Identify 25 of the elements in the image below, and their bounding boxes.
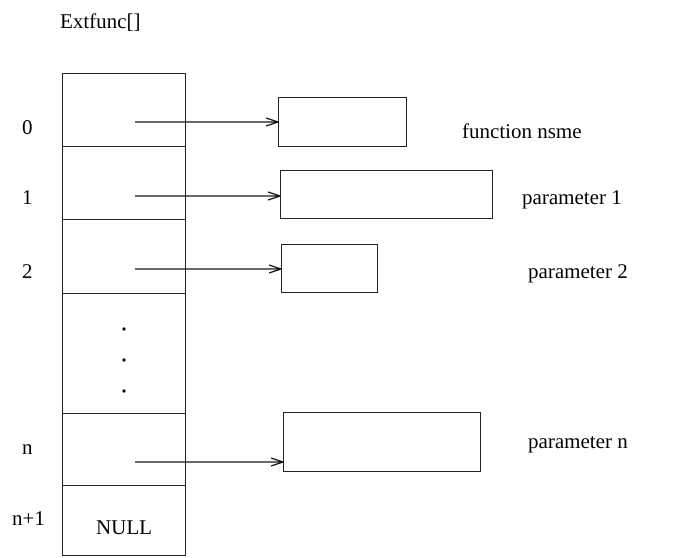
data-box xyxy=(281,244,378,293)
arrow xyxy=(135,264,282,274)
index-label: 0 xyxy=(22,114,32,140)
field-label: parameter n xyxy=(528,428,628,454)
array-cell xyxy=(62,220,186,294)
data-box xyxy=(283,412,481,472)
array-title: Extfunc[] xyxy=(60,8,140,34)
index-label: n xyxy=(22,434,32,460)
array-cell xyxy=(62,147,186,220)
array-cell xyxy=(62,73,186,147)
field-label: parameter 1 xyxy=(522,184,622,210)
index-label: 2 xyxy=(22,258,32,284)
array-cell xyxy=(62,294,186,414)
data-box xyxy=(280,170,493,219)
index-label: n+1 xyxy=(12,505,45,532)
array-cell xyxy=(62,414,186,486)
arrow xyxy=(135,457,284,467)
data-box xyxy=(278,97,407,147)
field-label: parameter 2 xyxy=(528,258,628,284)
arrow xyxy=(135,191,281,201)
field-label: function nsme xyxy=(462,118,582,144)
cell-text: NULL xyxy=(96,517,152,538)
array-cell xyxy=(62,486,186,556)
arrow xyxy=(135,117,279,127)
index-label: 1 xyxy=(22,184,32,210)
